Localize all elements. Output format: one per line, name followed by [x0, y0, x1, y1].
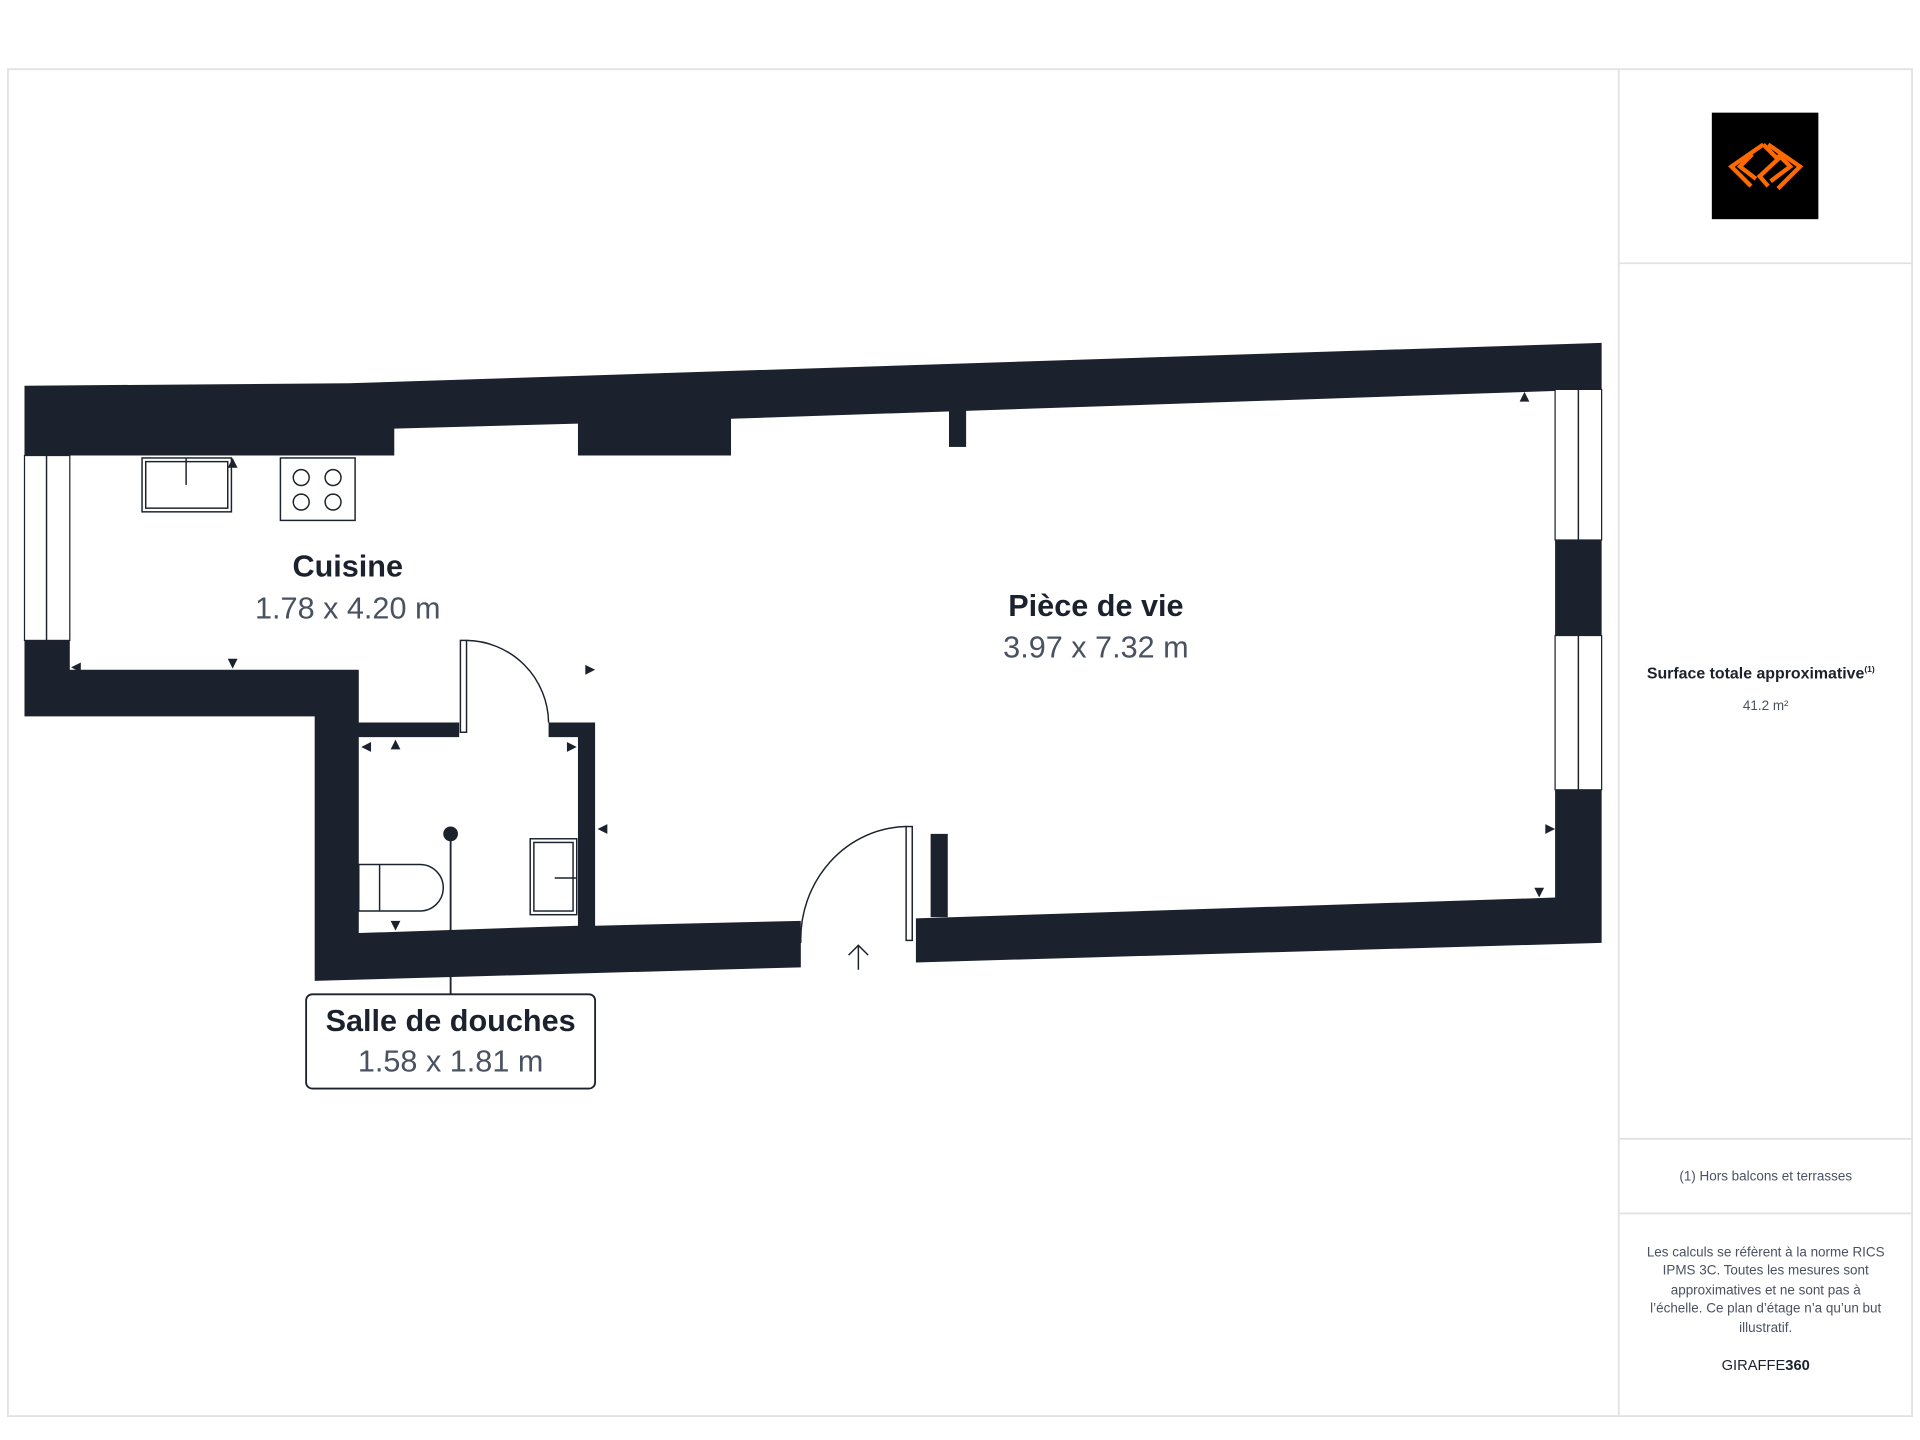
entrance-arrow-icon: [848, 944, 869, 970]
room-label-cuisine: Cuisine 1.78 x 4.20 m: [255, 550, 440, 626]
brand-prefix: GIRAFFE: [1722, 1358, 1786, 1374]
brand-wordmark: GIRAFFE360: [1722, 1358, 1810, 1374]
measurement-markers: [71, 391, 1556, 931]
disclaimer-line: IPMS 3C. Toutes les mesures sont: [1663, 1263, 1869, 1278]
room-dimensions: 1.58 x 1.81 m: [358, 1044, 543, 1078]
room-dimensions: 3.97 x 7.32 m: [1003, 631, 1188, 665]
disclaimer-line: Les calculs se réfèrent à la norme RICS: [1647, 1244, 1885, 1259]
pillar: [948, 408, 967, 447]
room-dimensions: 1.78 x 4.20 m: [255, 591, 440, 625]
entrance-door: [800, 825, 913, 970]
disclaimer-line: l’échelle. Ce plan d’étage n’a qu’un but: [1650, 1301, 1881, 1316]
sheet-frame: [7, 68, 1913, 1418]
kitchen-sink-icon: [141, 457, 233, 513]
room-name: Salle de douches: [326, 1004, 576, 1038]
pillar: [930, 833, 948, 918]
wall-lower-left: [24, 640, 801, 981]
room-name: Cuisine: [292, 550, 403, 584]
surface-summary: Surface totale approximative(1) 41.2 m²: [1647, 664, 1875, 713]
toilet-icon: [358, 863, 444, 912]
window-right-lower: [1554, 634, 1603, 791]
room-label-salle-de-douches: Salle de douches 1.58 x 1.81 m: [305, 826, 597, 1090]
room-name: Pièce de vie: [1008, 589, 1183, 623]
shower-tray-icon: [529, 838, 578, 916]
disclaimer-line: approximatives et ne sont pas à: [1671, 1282, 1861, 1297]
surface-footnote-mark: (1): [1864, 664, 1875, 674]
wall-top: [24, 342, 1602, 456]
window-right-upper: [1554, 388, 1603, 541]
svg-text:Surface totale approximative(1: Surface totale approximative(1): [1647, 664, 1875, 682]
brand-suffix: 360: [1785, 1358, 1810, 1374]
hob-icon: [279, 457, 356, 522]
logo: [1711, 112, 1819, 220]
wall-right-segment: [1555, 540, 1602, 636]
floor-plan: Cuisine 1.78 x 4.20 m Pièce de vie 3.97 …: [23, 342, 1603, 1090]
wall-bottom-right: [915, 789, 1602, 963]
surface-label: Surface totale approximative: [1647, 665, 1865, 682]
bathroom-door: [459, 639, 550, 733]
disclaimer: Les calculs se réfèrent à la norme RICS …: [1647, 1244, 1885, 1335]
disclaimer-line: illustratif.: [1739, 1320, 1792, 1335]
room-label-piece-de-vie: Pièce de vie 3.97 x 7.32 m: [1003, 589, 1188, 665]
footnote: (1) Hors balcons et terrasses: [1679, 1168, 1852, 1183]
surface-value: 41.2 m²: [1743, 698, 1789, 713]
window-left: [23, 454, 71, 642]
